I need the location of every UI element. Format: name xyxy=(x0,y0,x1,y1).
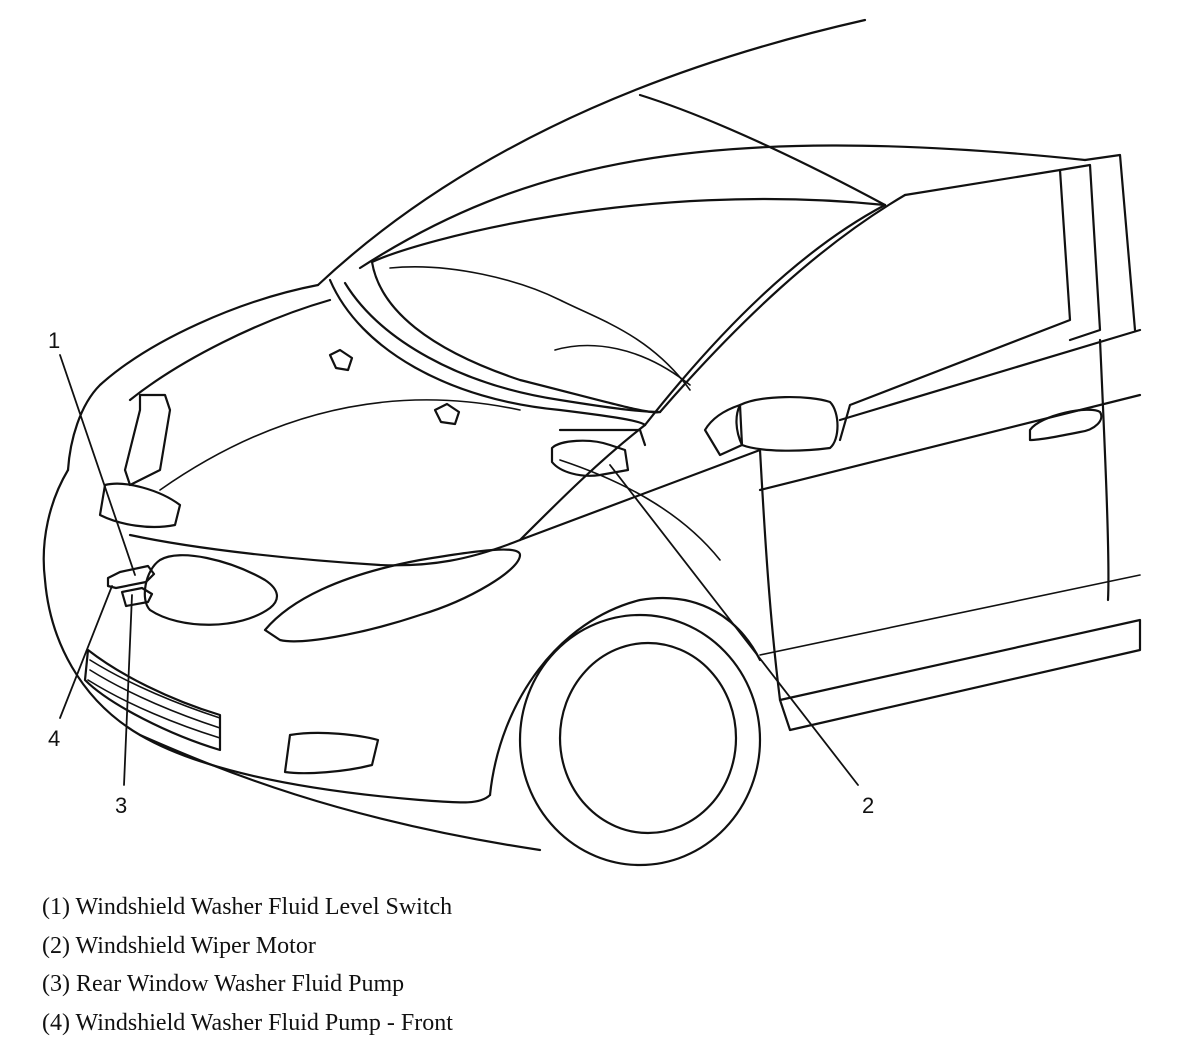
hood-left-edge xyxy=(66,283,320,472)
front-door-front-edge xyxy=(758,448,782,702)
front-wheel xyxy=(558,641,738,835)
fender-arch xyxy=(488,597,762,797)
a-pillar xyxy=(643,203,887,427)
washer-pump-lower xyxy=(120,586,154,608)
washer-nozzle-left xyxy=(328,348,354,372)
leader-line-2 xyxy=(609,464,859,786)
headlamp xyxy=(263,548,522,643)
washer-pump-assembly xyxy=(106,564,156,590)
b-pillar xyxy=(1058,163,1102,342)
hood-center-line xyxy=(159,399,521,491)
dash-reflection xyxy=(389,266,691,391)
windshield-cowl-inner xyxy=(343,281,662,414)
legend-item-2: (2) Windshield Wiper Motor xyxy=(42,932,316,959)
callout-2: 2 xyxy=(862,793,875,818)
belt-line xyxy=(838,328,1142,422)
rear-door-edge xyxy=(1083,153,1137,332)
grille-upper xyxy=(143,554,278,626)
windshield-glass xyxy=(370,260,662,414)
rocker-panel xyxy=(778,618,1142,732)
fog-lamp xyxy=(283,731,380,775)
washer-nozzle-right xyxy=(433,402,461,426)
callout-1: 1 xyxy=(48,328,61,353)
hood-front-edge xyxy=(128,533,522,567)
vehicle-component-locator-drawing xyxy=(42,18,1142,867)
leader-line-3 xyxy=(123,594,133,786)
legend-item-1: (1) Windshield Washer Fluid Level Switch xyxy=(42,894,453,920)
callout-3: 3 xyxy=(115,793,128,818)
body-lower-line xyxy=(759,574,1141,656)
hood-right-edge xyxy=(518,423,647,542)
legend-item-3: (3) Rear Window Washer Fluid Pump xyxy=(42,971,405,997)
front-door-window xyxy=(838,168,1072,442)
windshield-top xyxy=(358,144,1087,270)
side-mirror xyxy=(735,396,839,452)
front-tire xyxy=(518,613,762,867)
grille-slat-3 xyxy=(87,679,221,739)
windshield-cowl xyxy=(328,278,647,427)
front-bumper-lower xyxy=(138,733,542,852)
grille-lower-frame xyxy=(83,648,222,752)
leader-line-4 xyxy=(59,585,113,719)
roof-line xyxy=(316,18,867,287)
roof-rear-edge xyxy=(638,93,887,207)
leader-line-1 xyxy=(59,354,136,576)
front-door-rear-edge xyxy=(1098,338,1110,602)
dash-reflection-2 xyxy=(554,344,691,386)
a-pillar-inner xyxy=(658,193,907,414)
hood-crease xyxy=(128,298,332,402)
windshield-inner xyxy=(370,197,887,264)
grille-slat-1 xyxy=(89,659,221,719)
wiper-motor xyxy=(550,439,630,477)
fender-line xyxy=(559,459,721,561)
strut-tower xyxy=(123,393,172,487)
mirror-base xyxy=(703,403,744,457)
callout-4: 4 xyxy=(48,726,61,751)
legend-item-4: (4) Windshield Washer Fluid Pump - Front xyxy=(42,1009,453,1036)
wiper-linkage xyxy=(558,428,647,447)
component-legend: (1) Windshield Washer Fluid Level Switch… xyxy=(42,888,453,1042)
grille-slat-2 xyxy=(89,669,221,729)
door-handle xyxy=(1028,408,1103,442)
